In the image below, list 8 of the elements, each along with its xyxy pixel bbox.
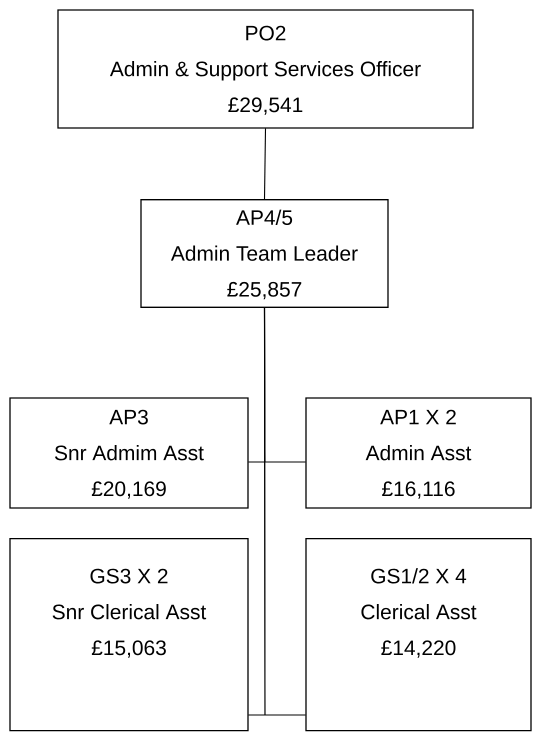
- org-box: AP4/5 Admin Team Leader £25,857: [140, 199, 389, 308]
- org-box: GS1/2 X 4 Clerical Asst £14,220: [305, 538, 532, 732]
- org-box: GS3 X 2 Snr Clerical Asst £15,063: [9, 538, 249, 732]
- connector-line: [264, 308, 306, 716]
- org-box: AP3 Snr Admim Asst £20,169: [9, 397, 249, 509]
- connector-line: [264, 128, 266, 200]
- org-box: AP1 X 2 Admin Asst £16,116: [305, 397, 532, 509]
- org-box: PO2 Admin & Support Services Officer £29,541: [57, 9, 474, 129]
